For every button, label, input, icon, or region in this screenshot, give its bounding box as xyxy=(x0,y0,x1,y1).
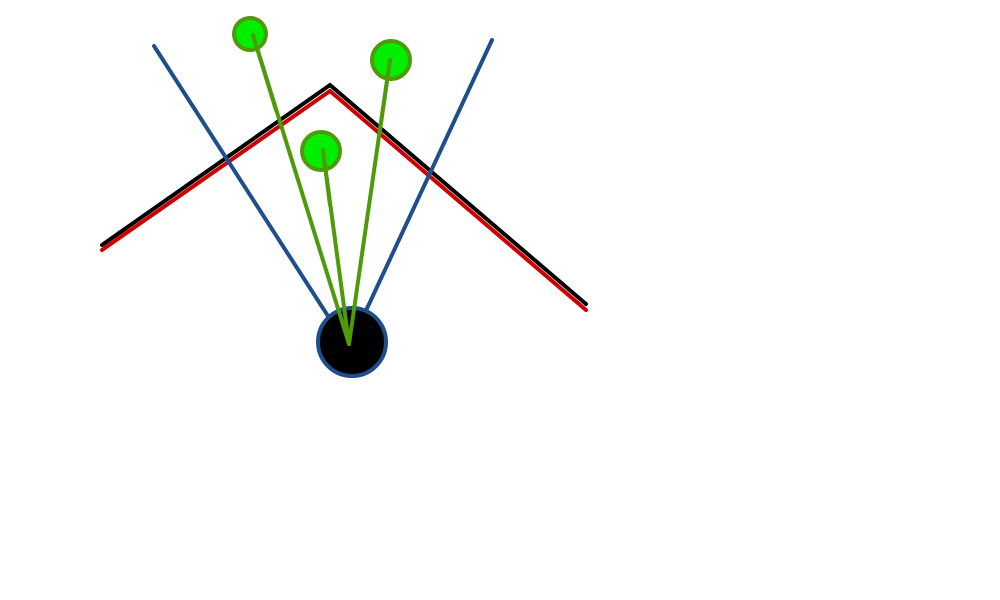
target-ray-tips xyxy=(251,33,392,207)
left-boundary-ray xyxy=(152,44,339,332)
ray-tip-top-left xyxy=(251,33,278,112)
ray-tip-top-right xyxy=(378,58,392,132)
target-middle xyxy=(300,130,342,172)
wall xyxy=(100,82,588,306)
ray-tip-middle xyxy=(321,148,332,207)
boundary-rays xyxy=(152,38,494,332)
wall-shadow xyxy=(100,88,588,312)
wall-group xyxy=(100,82,588,312)
target-top-left xyxy=(232,16,268,52)
right-boundary-ray xyxy=(355,38,494,332)
observer xyxy=(316,306,388,378)
